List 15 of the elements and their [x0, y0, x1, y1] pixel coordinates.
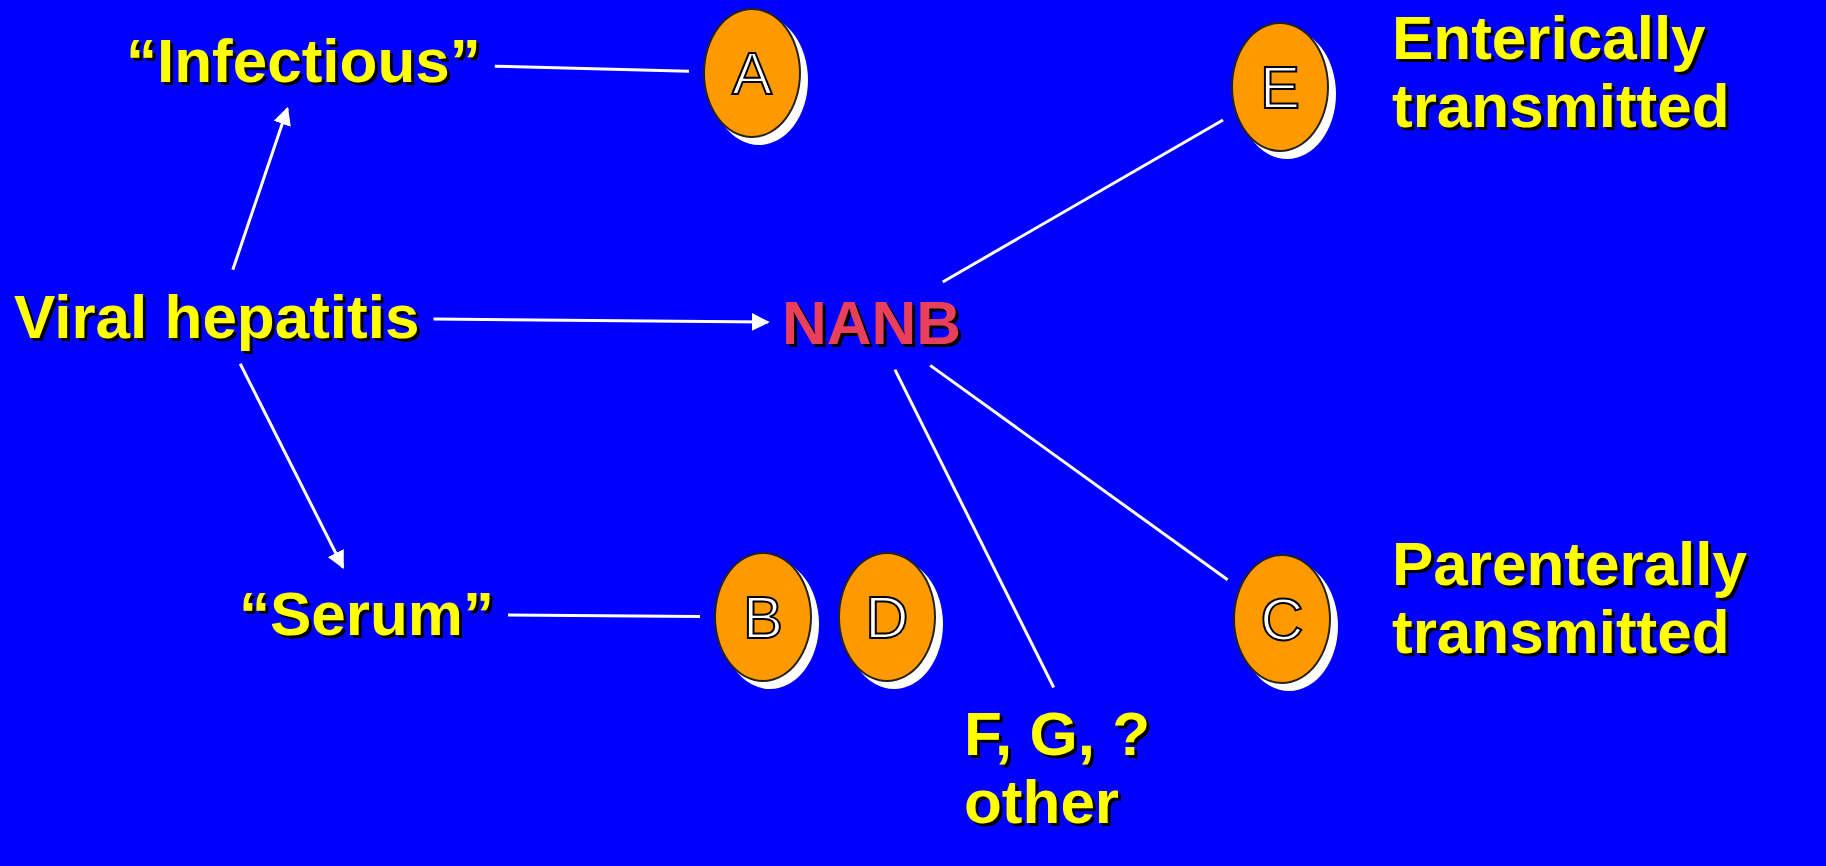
node-caption: Enterically transmitted: [1392, 4, 1731, 141]
connector-line: [929, 364, 1229, 581]
node-label: “Serum”: [239, 580, 494, 649]
arrow: [238, 363, 345, 570]
node-label: F, G, ? other: [964, 700, 1224, 837]
arrow: [231, 106, 291, 271]
node-label: Viral hepatitis: [14, 283, 420, 352]
connector-line: [494, 64, 690, 73]
connector-line: [941, 118, 1224, 284]
connector-line: [893, 369, 1056, 689]
node-label: NANB: [782, 289, 962, 358]
node-label: “Infectious”: [126, 27, 481, 96]
arrow: [433, 312, 770, 331]
node-caption: Parenterally transmitted: [1392, 530, 1748, 667]
connector-line: [508, 613, 700, 618]
